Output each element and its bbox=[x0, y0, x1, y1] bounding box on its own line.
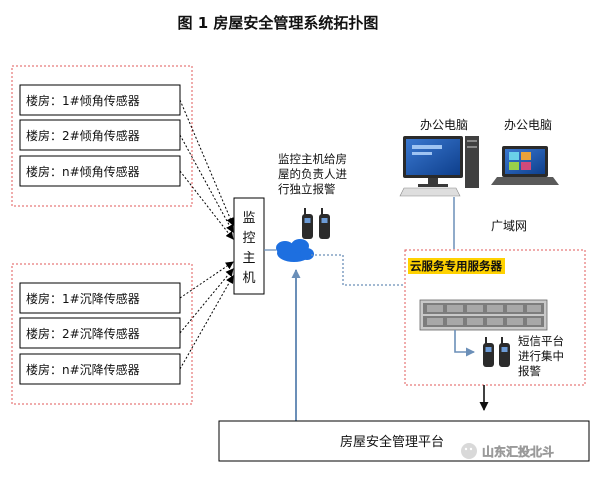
host-alarm-line-2: 屋的负责人进 bbox=[278, 167, 347, 181]
tilt-sensor-label-1: 楼房：1#倾角传感器 bbox=[26, 93, 140, 108]
sms-alarm-text: 短信平台 进行集中 报警 bbox=[518, 334, 564, 378]
settle-sensor-label-2: 楼房：2#沉降传感器 bbox=[26, 326, 140, 341]
host-alarm-line-3: 行独立报警 bbox=[278, 182, 336, 196]
phone-icon bbox=[483, 337, 494, 367]
wan-label: 广域网 bbox=[491, 219, 527, 233]
arrow-settle-1 bbox=[179, 261, 234, 299]
cloud-to-server-link bbox=[311, 254, 405, 286]
management-platform-box bbox=[218, 420, 590, 462]
cloud-icon bbox=[276, 239, 314, 262]
arrow-settle-2 bbox=[179, 268, 234, 334]
desktop-computer-icon bbox=[399, 136, 479, 197]
watermark: 山东汇投北斗 bbox=[461, 443, 554, 459]
wechat-icon bbox=[461, 443, 477, 459]
diagram-title: 图 1 房屋安全管理系统拓扑图 bbox=[178, 14, 379, 32]
server-to-sms-arrow bbox=[454, 330, 475, 357]
cloud-server-group bbox=[404, 249, 586, 386]
host-char-4: 机 bbox=[242, 271, 255, 286]
phone-icon bbox=[319, 208, 330, 239]
host-char-3: 主 bbox=[242, 251, 255, 266]
arrow-tilt-1 bbox=[179, 99, 234, 226]
server-rack-icon bbox=[419, 299, 548, 331]
settle-sensor-label-1: 楼房：1#沉降传感器 bbox=[26, 291, 140, 306]
phone-icon bbox=[302, 208, 313, 239]
sensor-to-host-arrows bbox=[179, 99, 234, 370]
management-platform-label: 房屋安全管理平台 bbox=[340, 434, 444, 450]
arrow-tilt-3 bbox=[179, 170, 234, 240]
host-alarm-text: 监控主机给房 屋的负责人进 行独立报警 bbox=[278, 152, 347, 196]
settle-sensor-list: 楼房：1#沉降传感器 楼房：2#沉降传感器 楼房：n#沉降传感器 bbox=[19, 282, 181, 385]
host-alarm-line-1: 监控主机给房 bbox=[278, 152, 347, 166]
tilt-sensor-group bbox=[11, 65, 193, 207]
tilt-sensor-box-1 bbox=[19, 84, 181, 116]
host-char-1: 监 bbox=[242, 211, 255, 226]
arrow-tilt-2 bbox=[179, 134, 234, 233]
monitoring-host: 监 控 主 机 bbox=[233, 197, 265, 295]
office-pc-label-2: 办公电脑 bbox=[504, 117, 552, 132]
settle-sensor-group bbox=[11, 263, 193, 405]
arrow-settle-3 bbox=[179, 275, 234, 370]
office-pc-label-1: 办公电脑 bbox=[420, 117, 468, 132]
tilt-sensor-label-3: 楼房：n#倾角传感器 bbox=[26, 164, 140, 179]
settle-sensor-box-1 bbox=[19, 282, 181, 314]
sms-alarm-line-1: 短信平台 bbox=[518, 334, 564, 348]
tilt-sensor-label-2: 楼房：2#倾角传感器 bbox=[26, 128, 140, 143]
settle-sensor-box-3 bbox=[19, 353, 181, 385]
settle-sensor-box-2 bbox=[19, 317, 181, 349]
sms-alarm-line-3: 报警 bbox=[518, 364, 541, 378]
sms-alarm-line-2: 进行集中 bbox=[518, 349, 564, 363]
host-char-2: 控 bbox=[242, 231, 255, 246]
cloud-server-title: 云服务专用服务器 bbox=[410, 259, 502, 273]
tilt-sensor-box-2 bbox=[19, 119, 181, 151]
cloud-server-title-highlight bbox=[408, 258, 505, 274]
tilt-sensor-list: 楼房：1#倾角传感器 楼房：2#倾角传感器 楼房：n#倾角传感器 bbox=[19, 84, 181, 187]
laptop-icon bbox=[491, 146, 559, 185]
watermark-text: 山东汇投北斗 bbox=[482, 444, 554, 459]
phone-icon bbox=[499, 337, 510, 367]
settle-sensor-label-3: 楼房：n#沉降传感器 bbox=[26, 362, 140, 377]
